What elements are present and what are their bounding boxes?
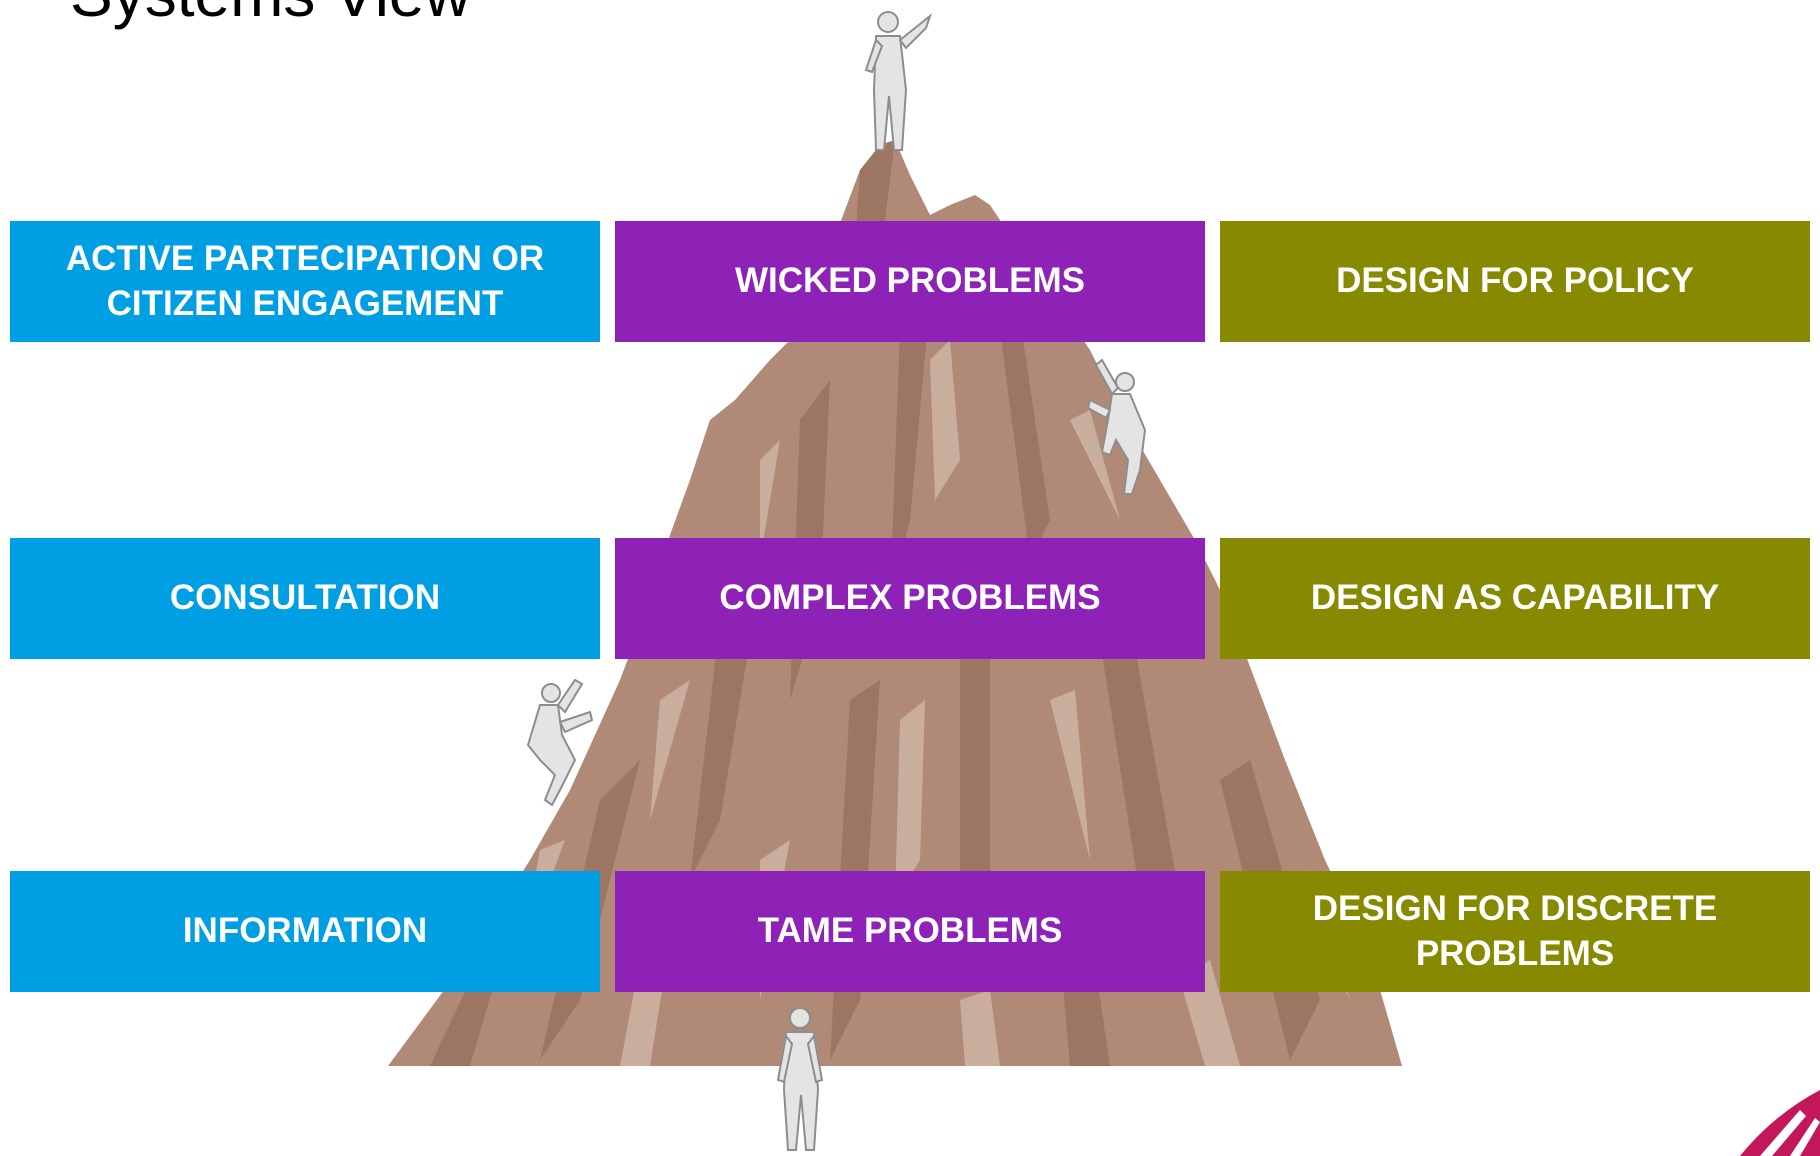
page-title: Systems View [70, 0, 471, 26]
box-wicked-problems: WICKED PROBLEMS [615, 221, 1205, 342]
box-tame-problems: TAME PROBLEMS [615, 871, 1205, 992]
box-design-for-policy: DESIGN FOR POLICY [1220, 221, 1810, 342]
box-consultation: CONSULTATION [10, 538, 600, 659]
logo-icon [1740, 1090, 1820, 1156]
box-design-discrete-problems: DESIGN FOR DISCRETE PROBLEMS [1220, 871, 1810, 992]
climber-base-icon [776, 1007, 824, 1151]
box-information: INFORMATION [10, 871, 600, 992]
climber-summit-icon [864, 11, 933, 151]
box-design-as-capability: DESIGN AS CAPABILITY [1220, 538, 1810, 659]
box-complex-problems: COMPLEX PROBLEMS [615, 538, 1205, 659]
box-active-participation: ACTIVE PARTECIPATION OR CITIZEN ENGAGEME… [10, 221, 600, 342]
climber-right-icon [1086, 358, 1147, 495]
climber-left-icon [526, 678, 594, 807]
